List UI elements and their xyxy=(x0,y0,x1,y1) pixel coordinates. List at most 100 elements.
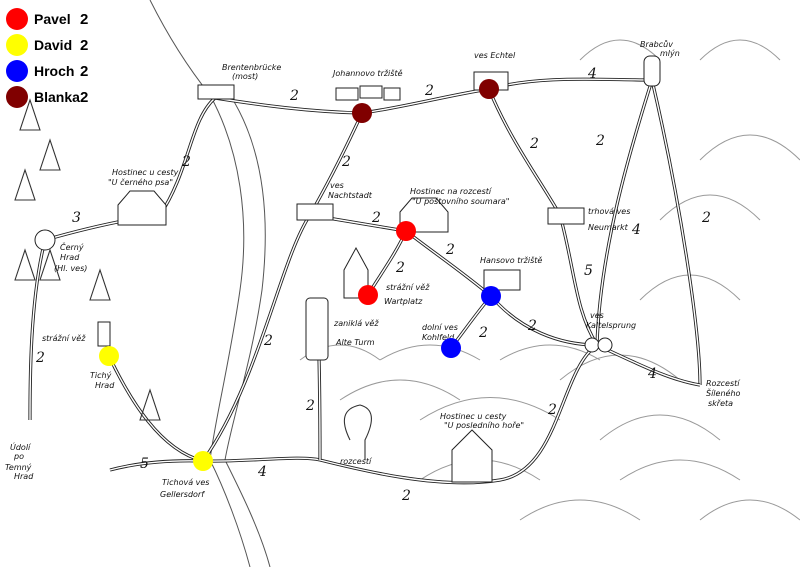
label-last-inn-2: "U posledního hoře" xyxy=(444,421,524,430)
label-goblin-3: skřeta xyxy=(708,399,733,408)
label-quiet-castle-2: Tichý xyxy=(90,371,112,380)
road-weight: 2 xyxy=(595,133,605,149)
mill-icon xyxy=(643,55,661,87)
road-weight: 2 xyxy=(181,154,191,170)
road-weight: 4 xyxy=(257,464,267,480)
token-david[interactable] xyxy=(193,451,213,471)
ruined-tower-icon xyxy=(305,297,329,361)
market-icon xyxy=(483,269,521,291)
label-neumarkt: trhová ves xyxy=(588,207,630,216)
david-color-dot xyxy=(6,34,28,56)
road-weight: 3 xyxy=(72,210,81,226)
legend-count: 2 xyxy=(80,88,89,106)
label-alte-turm-2: Alte Turm xyxy=(335,338,375,347)
label-valley: Údolí xyxy=(10,441,32,452)
blanka-color-dot xyxy=(6,86,28,108)
label-kohlfeld: dolní ves xyxy=(422,323,458,332)
road-weight: 4 xyxy=(587,66,597,82)
road-weight: 2 xyxy=(371,210,381,226)
road-weight: 2 xyxy=(547,402,557,418)
village-icon xyxy=(547,207,585,225)
label-last-inn: Hostinec u cesty xyxy=(440,412,507,421)
market-stall-icon xyxy=(335,87,359,101)
label-mill: Brabcův xyxy=(640,39,673,49)
legend-name: Blanka xyxy=(34,89,80,105)
road-weight: 2 xyxy=(305,398,315,414)
label-valley-2: po xyxy=(13,452,24,461)
legend-row-david: David 2 xyxy=(6,32,88,58)
label-road-inn: Hostinec u cesty xyxy=(112,168,179,177)
label-goblin-2: Šíleného xyxy=(706,387,741,398)
label-hans-market: Hansovo tržiště xyxy=(480,255,542,265)
token-pavel[interactable] xyxy=(396,221,416,241)
token-david[interactable] xyxy=(99,346,119,366)
label-nachtstadt: Nachtstadt xyxy=(328,191,373,200)
forest-icon xyxy=(14,98,161,421)
road-weight: 2 xyxy=(445,242,455,258)
legend-count: 2 xyxy=(80,36,89,54)
road-weight: 4 xyxy=(647,366,657,382)
token-hroch[interactable] xyxy=(481,286,501,306)
label-valley-4: Hrad xyxy=(14,472,34,481)
road-weight: 2 xyxy=(341,154,351,170)
label-black-castle-2: Hrad xyxy=(60,253,80,262)
player-tokens xyxy=(99,79,501,471)
label-black-castle: Černý xyxy=(60,241,84,252)
road-weights: 2 2 4 2 2 2 2 2 2 4 5 2 2 4 2 2 2 2 2 5 … xyxy=(35,66,711,504)
place-labels: Brentenbrücke (most) Johannovo tržiště v… xyxy=(5,39,741,499)
tree-icon xyxy=(343,404,372,460)
label-echtel: ves Echtel xyxy=(474,51,516,60)
label-quiet-castle-3: Hrad xyxy=(95,381,115,390)
road-weight: 4 xyxy=(631,222,641,238)
label-wartplatz-2: Wartplatz xyxy=(384,297,423,306)
label-quiet-castle: strážní věž xyxy=(42,333,86,343)
token-hroch[interactable] xyxy=(441,338,461,358)
label-bridge: Brentenbrücke xyxy=(222,63,281,72)
label-alte-turm: zaniklá věž xyxy=(333,318,379,328)
label-johann-market: Johannovo tržiště xyxy=(331,68,403,78)
token-blanka[interactable] xyxy=(352,103,372,123)
legend-name: David xyxy=(34,37,73,53)
tower-icon xyxy=(97,321,111,347)
village-icon xyxy=(296,203,334,221)
label-nachtstadt-1: ves xyxy=(330,181,344,190)
label-crossroad-inn-2: "U poštovního soumara" xyxy=(412,196,509,206)
watchtower-icon xyxy=(343,246,369,299)
road-weight: 2 xyxy=(478,325,488,341)
label-kaltelsprung: Kaltelsprung xyxy=(586,321,636,330)
road-weight: 2 xyxy=(401,488,411,504)
label-bridge-sub: (most) xyxy=(232,72,258,81)
token-pavel[interactable] xyxy=(358,285,378,305)
road-weight: 2 xyxy=(263,333,273,349)
inn-icon xyxy=(451,429,493,483)
label-kohlfeld-2: Kohlfeld xyxy=(422,333,455,342)
label-crossroad-inn: Hostinec na rozcestí xyxy=(410,187,493,196)
label-gellersdorf: Tichová ves xyxy=(162,478,209,487)
castle-icon xyxy=(34,229,56,251)
legend-row-blanka: Blanka 2 xyxy=(6,84,88,110)
road-weight: 2 xyxy=(35,350,45,366)
token-blanka[interactable] xyxy=(479,79,499,99)
road-weight: 5 xyxy=(140,456,149,472)
label-wartplatz: strážní věž xyxy=(386,282,430,292)
road-weight: 2 xyxy=(424,83,434,99)
legend-row-pavel: Pavel 2 xyxy=(6,6,88,32)
label-road-inn-2: "U černého psa" xyxy=(108,177,173,187)
label-valley-3: Temný xyxy=(5,463,32,472)
road-weight: 2 xyxy=(289,88,299,104)
road-weight: 2 xyxy=(701,210,711,226)
legend-count: 2 xyxy=(80,10,89,28)
player-legend: Pavel 2 David 2 Hroch 2 Blanka 2 xyxy=(6,6,88,110)
label-goblin-crossroad: Rozcestí xyxy=(706,379,741,388)
road-weight: 2 xyxy=(395,260,405,276)
label-black-castle-3: (Hl. ves) xyxy=(54,264,87,273)
legend-count: 2 xyxy=(80,62,89,80)
village-icon xyxy=(584,337,600,353)
label-mill-2: mlýn xyxy=(660,49,680,58)
bridge-icon xyxy=(197,84,235,100)
label-neumarkt-2: Neumarkt xyxy=(588,223,629,232)
legend-name: Pavel xyxy=(34,11,71,27)
inn-icon xyxy=(117,190,167,226)
road-weight: 2 xyxy=(527,318,537,334)
